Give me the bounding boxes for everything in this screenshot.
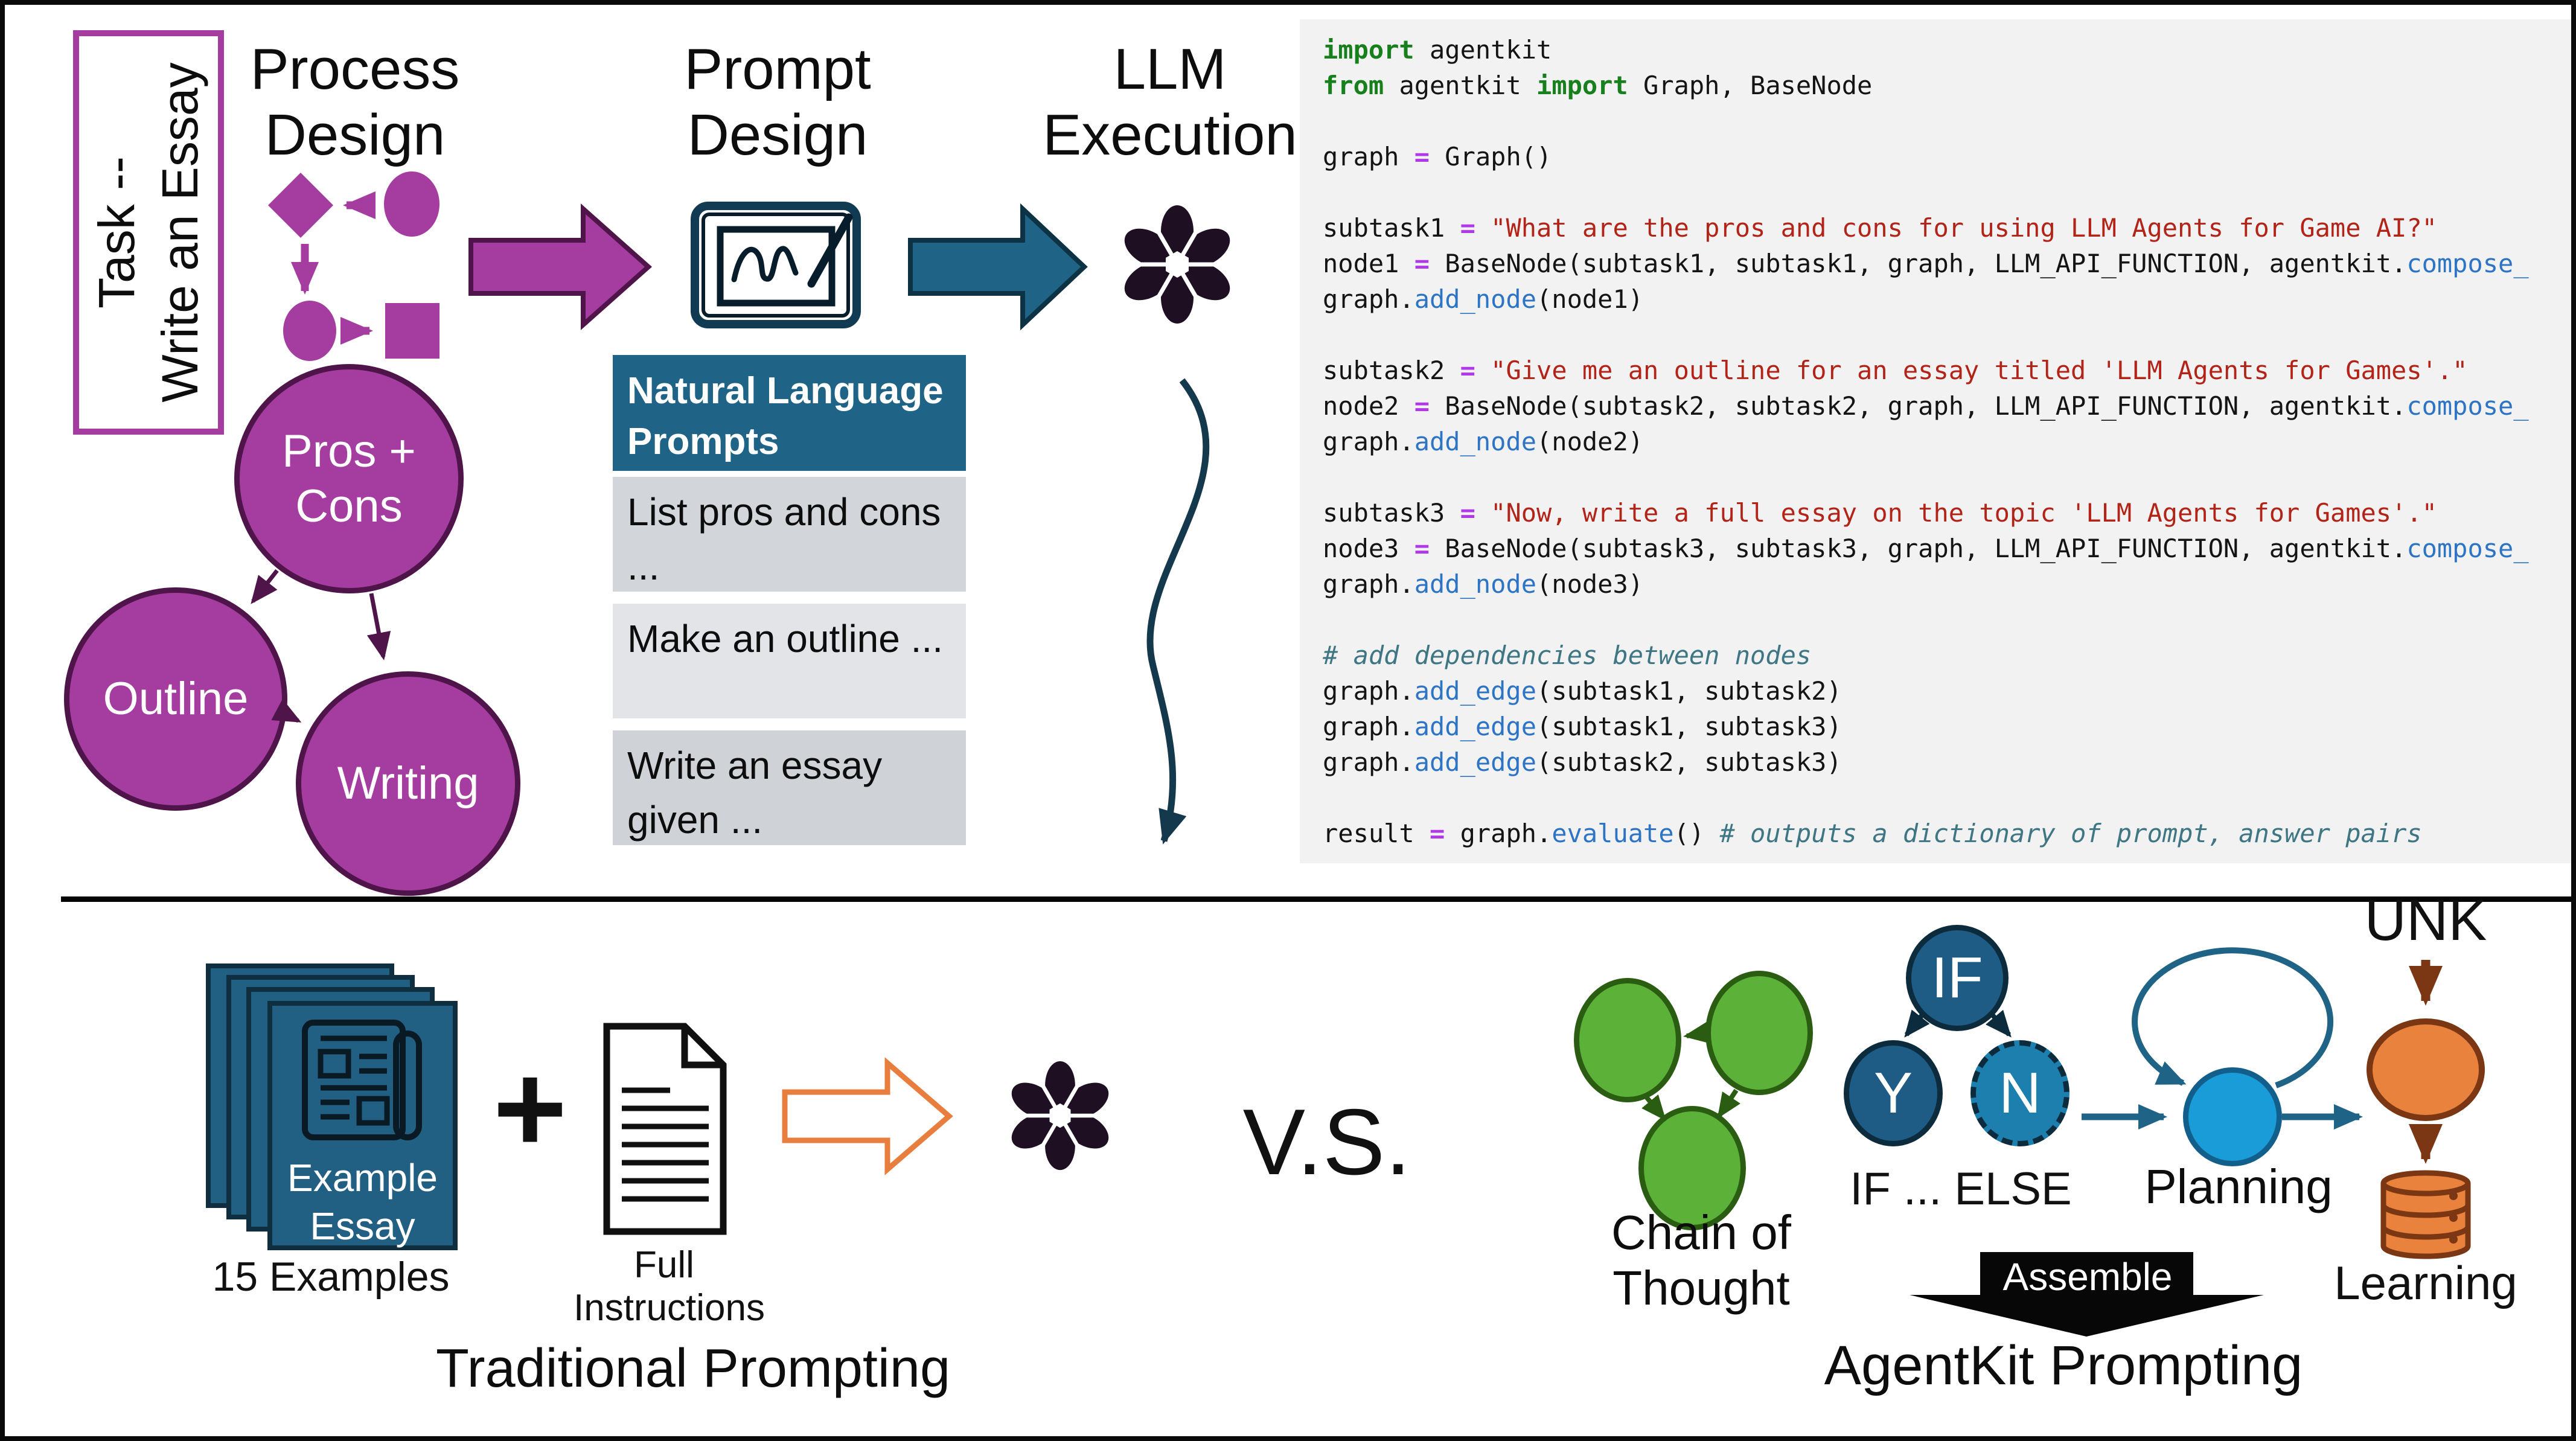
assemble-label: Assemble — [2002, 1255, 2173, 1299]
process-design-title: Process Design — [250, 37, 460, 168]
section-divider — [61, 896, 2571, 902]
prompt-to-llm-arrow-icon — [908, 203, 1088, 331]
unk-label: UNK — [2364, 888, 2487, 953]
prompts-table-row: Make an outline ... — [613, 604, 966, 718]
prompt-design-title: Prompt Design — [684, 37, 871, 168]
prompts-table-row: Write an essay given ... — [613, 730, 966, 845]
openai-logo-icon — [1117, 205, 1238, 324]
cot-node — [1705, 971, 1813, 1095]
task-box: Task -- Write an Essay — [73, 30, 224, 435]
llm-output-curve-arrow — [1146, 378, 1210, 845]
task-node-pros-cons: Pros + Cons — [234, 364, 464, 593]
task-node-outline: Outline — [64, 587, 287, 811]
document-icon — [603, 1023, 727, 1235]
no-node: N — [1970, 1040, 2069, 1146]
agentkit-prompting-caption: AgentKit Prompting — [1824, 1335, 2303, 1396]
traditional-prompting-caption: Traditional Prompting — [435, 1338, 951, 1399]
learning-node — [2367, 1018, 2485, 1121]
prompts-table-header: Natural Language Prompts — [613, 355, 966, 471]
traditional-to-llm-arrow-icon — [782, 1057, 953, 1175]
task-label: Task -- Write an Essay — [88, 62, 208, 403]
process-to-prompt-arrow-icon — [468, 203, 653, 330]
database-icon — [2380, 1170, 2471, 1259]
tablet-pen-icon — [691, 202, 861, 328]
mini-flowchart-icon — [268, 171, 439, 361]
plus-icon: + — [493, 1037, 567, 1179]
planning-label: Planning — [2144, 1160, 2333, 1213]
yes-node: Y — [1844, 1040, 1943, 1146]
learning-label: Learning — [2334, 1256, 2517, 1309]
example-essay-label: Example Essay — [287, 1156, 438, 1248]
examples-count-label: 15 Examples — [212, 1254, 450, 1300]
if-else-label: IF ... ELSE — [1850, 1163, 2072, 1215]
chain-of-thought-label: Chain of Thought — [1611, 1206, 1791, 1315]
full-instructions-label: Full Instructions — [574, 1244, 765, 1329]
cot-node — [1574, 978, 1681, 1102]
essay-page-front: Example Essay — [267, 1001, 458, 1250]
llm-execution-title: LLM Execution — [1043, 37, 1297, 168]
prompts-table-row: List pros and cons ... — [613, 477, 966, 592]
vs-label: V.S. — [1242, 1090, 1411, 1194]
cot-node — [1638, 1106, 1746, 1230]
if-node: IF — [1906, 925, 2009, 1031]
openai-logo-icon — [1005, 1061, 1116, 1170]
planning-node — [2183, 1067, 2282, 1166]
task-node-writing: Writing — [296, 671, 520, 896]
